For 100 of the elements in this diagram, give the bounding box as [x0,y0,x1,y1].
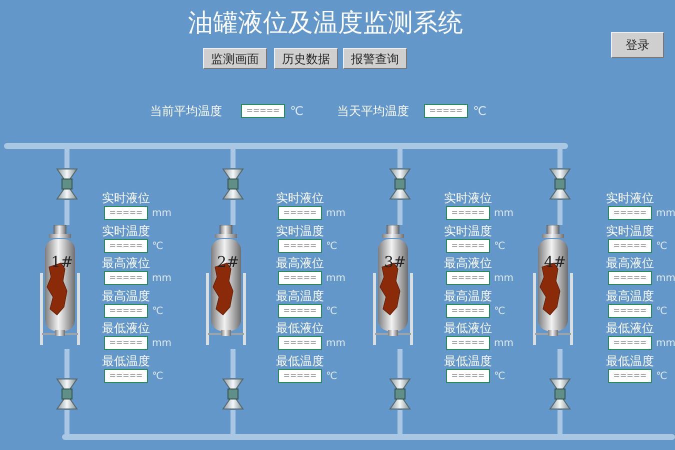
value-field: ===== [278,336,322,350]
unit-label: mm [152,274,172,284]
unit-label: ℃ [152,372,164,382]
unit-label: mm [656,339,675,349]
valve-icon [389,168,411,200]
unit-label: ℃ [656,306,668,316]
valve-icon [389,378,411,410]
value-field: ===== [608,304,652,318]
tank-number: 2# [217,255,240,270]
value-field: ===== [104,238,148,252]
reading-label: 最高温度 [275,290,325,302]
nav-button: 历史数据 [274,48,338,69]
reading-label: 最低温度 [101,354,151,366]
page-title: 油罐液位及温度监测系统 [188,8,463,38]
pipe [230,200,236,225]
reading-label: 最低液位 [605,322,655,334]
nav-button: 监测画面 [203,48,267,69]
unit-label: ℃ [326,306,338,316]
value-field: ===== [278,206,322,220]
value-field: ===== [241,104,285,118]
header-pipe [62,434,675,440]
unit-label: mm [656,274,675,284]
unit-label: mm [494,339,514,349]
value-field: ===== [104,206,148,220]
reading-label: 最低温度 [275,354,325,366]
value-field: ===== [278,271,322,285]
login-button: 登录 [611,32,664,58]
value-field: ===== [278,368,322,382]
unit-label: ℃ [656,372,668,382]
value-field: ===== [446,304,490,318]
pipe [64,349,70,378]
reading-label: 实时液位 [101,192,151,204]
reading-label: 实时温度 [443,224,493,236]
unit-label: mm [326,339,346,349]
unit-label: ℃ [494,242,506,252]
value-field: ===== [278,238,322,252]
unit-label: ℃ [494,306,506,316]
value-field: ===== [104,368,148,382]
pipe [558,410,562,434]
unit-label: mm [326,274,346,284]
pipe [558,200,562,225]
value-field: ===== [608,271,652,285]
value-field: ===== [104,304,148,318]
unit-label: ℃ [656,242,668,252]
unit-label: ℃ [290,105,304,117]
tank-number: 4# [544,255,566,270]
reading-label: 实时液位 [443,192,493,204]
valve-icon [549,378,571,410]
reading-label: 最高温度 [605,290,655,302]
pipe [398,410,402,434]
reading-label: 实时温度 [101,224,151,236]
summary-label: 当天平均温度 [337,105,409,117]
value-field: ===== [608,206,652,220]
value-field: ===== [446,368,490,382]
reading-label: 最低液位 [275,322,325,334]
pipe [64,200,70,225]
unit-label: mm [326,209,346,219]
unit-label: ℃ [473,105,486,117]
reading-label: 最高液位 [101,257,151,269]
pipe [64,149,70,168]
unit-label: mm [152,339,172,349]
pipe [398,349,402,378]
reading-label: 最低液位 [101,322,151,334]
valve-icon [222,168,244,200]
unit-label: mm [494,274,514,284]
reading-label: 最高温度 [101,290,151,302]
pipe [230,410,236,434]
value-field: ===== [446,271,490,285]
value-field: ===== [608,336,652,350]
value-field: ===== [104,336,148,350]
unit-label: ℃ [326,242,338,252]
value-field: ===== [424,104,468,118]
value-field: ===== [608,368,652,382]
header-pipe [4,143,568,149]
nav-button: 报警查询 [343,48,407,69]
pipe [64,410,70,434]
value-field: ===== [278,304,322,318]
valve-icon [56,378,78,410]
pipe [398,149,402,168]
reading-label: 实时温度 [605,224,655,236]
valve-icon [56,168,78,200]
reading-label: 实时液位 [605,192,655,204]
unit-label: ℃ [494,372,506,382]
value-field: ===== [446,336,490,350]
value-field: ===== [446,238,490,252]
valve-icon [222,378,244,410]
tank-number: 1# [51,255,74,270]
unit-label: mm [494,209,514,219]
unit-label: ℃ [326,372,338,382]
value-field: ===== [608,238,652,252]
reading-label: 最高液位 [443,257,493,269]
reading-label: 最高液位 [605,257,655,269]
reading-label: 最高温度 [443,290,493,302]
unit-label: ℃ [152,242,164,252]
unit-label: mm [152,209,172,219]
reading-label: 最低温度 [605,354,655,366]
value-field: ===== [446,206,490,220]
unit-label: ℃ [152,306,164,316]
value-field: ===== [104,271,148,285]
pipe [558,349,562,378]
